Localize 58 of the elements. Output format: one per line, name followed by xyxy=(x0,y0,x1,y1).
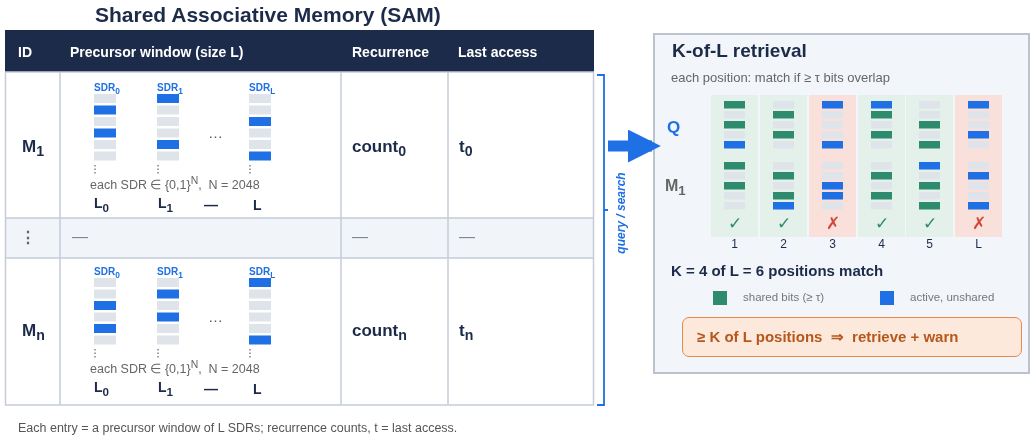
column-header: Recurrence xyxy=(352,43,430,61)
cross-mark: ✗ xyxy=(825,214,840,234)
result-text: ≥ K of L positions ⇒ retrieve + warn xyxy=(697,328,959,346)
sdr-label: SDR$_{1}$ xyxy=(157,265,183,281)
check-mark: ✓ xyxy=(727,214,742,234)
position-number: 5 xyxy=(926,238,933,252)
dash: — xyxy=(204,380,218,398)
retrieval-panel xyxy=(653,33,1030,374)
position-number: 1 xyxy=(731,238,738,252)
ellipsis: … xyxy=(208,124,223,142)
position-label: L$_{1}$ xyxy=(158,379,174,399)
memory-id: M$_{1}$ xyxy=(22,136,45,160)
position-number: 3 xyxy=(829,238,836,252)
last-access-time: t$_{0}$ xyxy=(459,136,473,160)
position-label: L$_{0}$ xyxy=(94,379,110,399)
arrow xyxy=(608,129,661,163)
sdr-note: each SDR ∈ {0,1}$^{N}$, N = 2048 xyxy=(90,359,260,377)
dash: — xyxy=(204,196,218,214)
panel-subtitle: each position: match if ≥ τ bits overlap xyxy=(671,70,890,86)
position-label: L xyxy=(253,380,262,398)
sdr-label: SDR$_{0}$ xyxy=(94,81,120,97)
position-number: 4 xyxy=(878,238,885,252)
legend-label: active, unshared xyxy=(910,291,995,305)
caption: Each entry = a precursor window of L SDRs; recurrence counts, t = last access. xyxy=(18,420,458,436)
last-access-time: t$_{n}$ xyxy=(459,320,474,344)
check-mark: ✓ xyxy=(922,214,937,234)
row-label: Q xyxy=(667,118,681,138)
table-title: Shared Associative Memory (SAM) xyxy=(95,2,441,28)
panel-title: K-of-L retrieval xyxy=(672,40,807,62)
row-label: M$_{1}$ xyxy=(665,177,686,199)
column-header: Last access xyxy=(458,43,538,61)
legend-label: shared bits (≥ τ) xyxy=(743,291,825,305)
match-summary: K = 4 of L = 6 positions match xyxy=(671,262,884,280)
check-mark: ✓ xyxy=(874,214,889,234)
ellipsis: … xyxy=(208,308,223,326)
memory-id: M$_{n}$ xyxy=(22,320,45,344)
position-label: L$_{1}$ xyxy=(158,195,174,215)
sdr-label: SDR$_{0}$ xyxy=(94,265,120,281)
recurrence-count: count$_{n}$ xyxy=(352,320,407,344)
position-number: L xyxy=(975,238,982,252)
column-header: Precursor window (size L) xyxy=(70,43,244,61)
cross-mark: ✗ xyxy=(971,214,986,234)
sdr-label: SDR$_{1}$ xyxy=(157,81,183,97)
position-label: L$_{0}$ xyxy=(94,195,110,215)
dash: — xyxy=(459,227,475,247)
position-label: L xyxy=(253,196,262,214)
position-number: 2 xyxy=(780,238,787,252)
bracket-label: query / search xyxy=(615,172,629,254)
sdr-note: each SDR ∈ {0,1}$^{N}$, N = 2048 xyxy=(90,175,260,193)
result-box xyxy=(682,317,1022,357)
dash: — xyxy=(72,227,88,247)
column-header: ID xyxy=(18,43,32,61)
sdr-label: SDR$_{L}$ xyxy=(249,265,276,281)
check-mark: ✓ xyxy=(776,214,791,234)
dash: — xyxy=(352,227,368,247)
sdr-label: SDR$_{L}$ xyxy=(249,81,276,97)
ellipsis: ⋮ xyxy=(20,228,36,248)
recurrence-count: count$_{0}$ xyxy=(352,136,407,160)
